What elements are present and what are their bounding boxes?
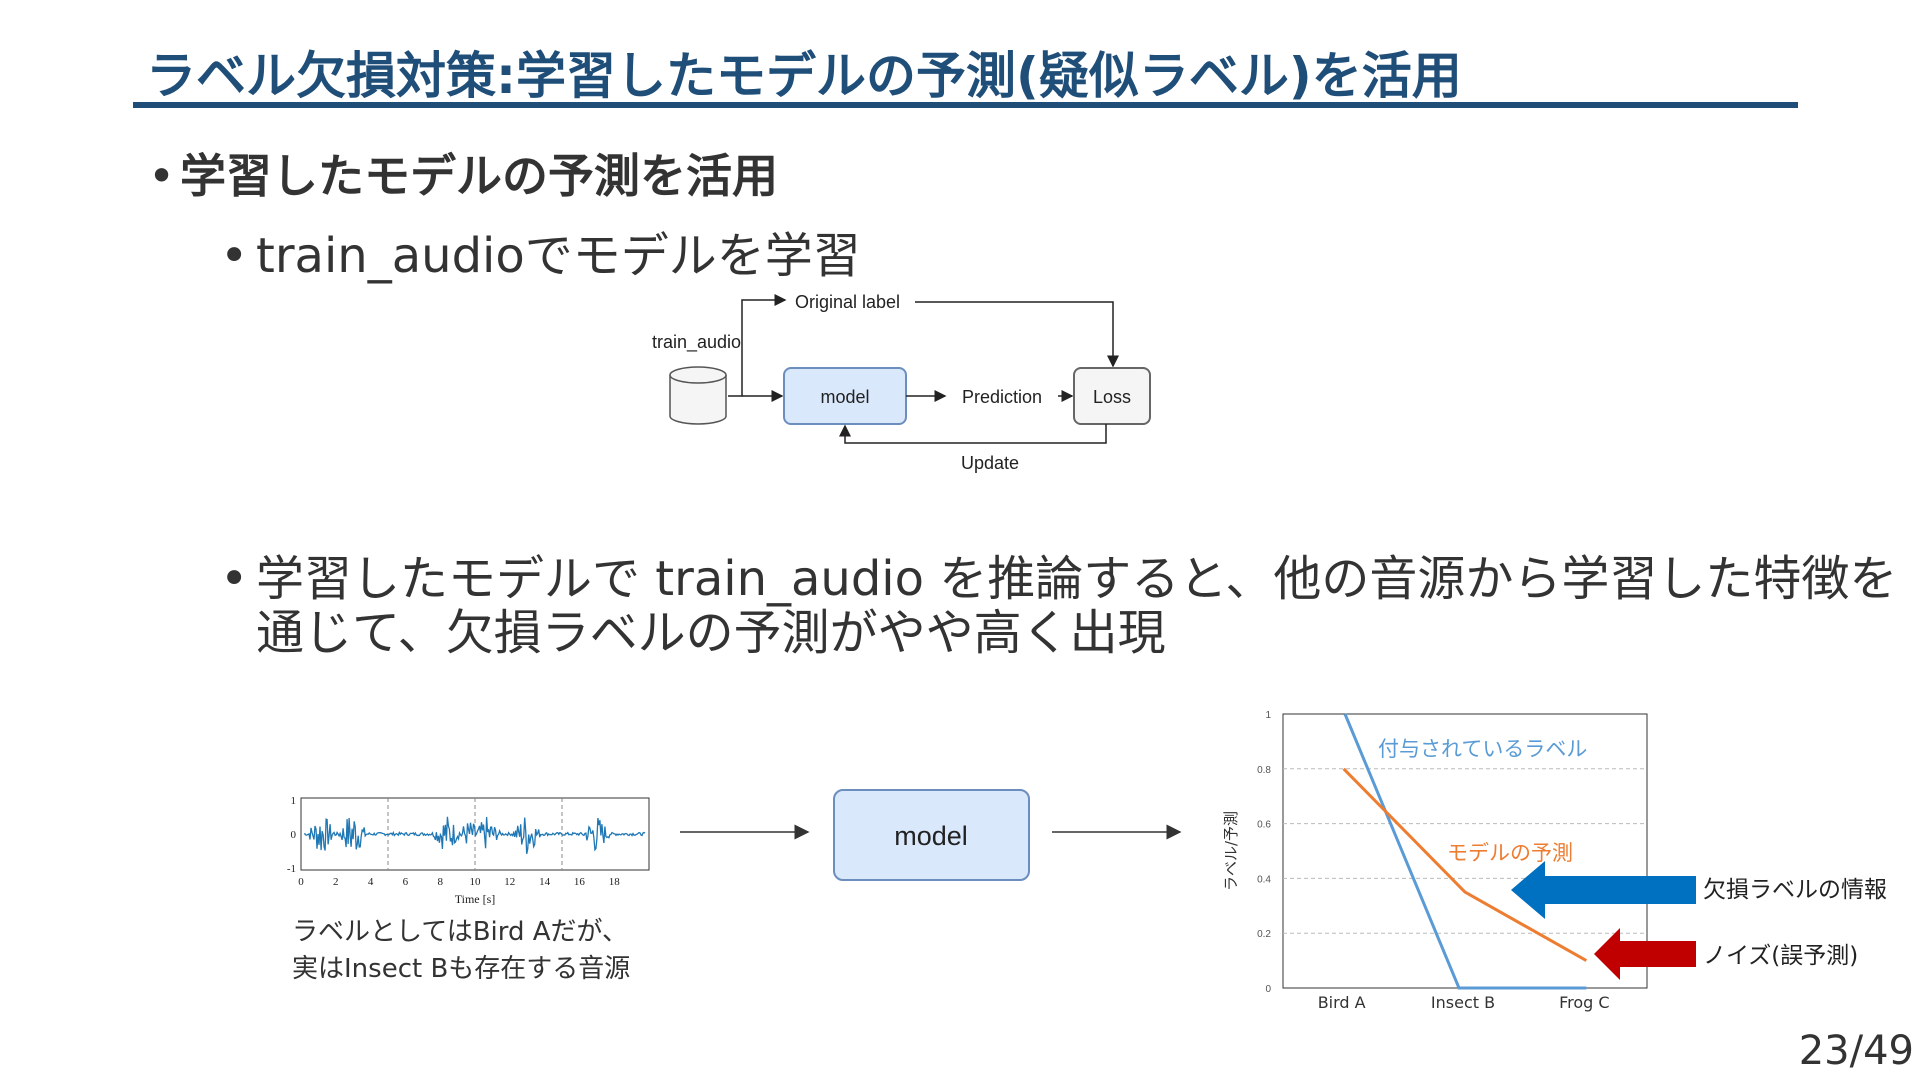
database-icon xyxy=(669,366,727,425)
waveform-x-tick: 14 xyxy=(539,876,551,888)
waveform-x-tick: 6 xyxy=(403,876,409,888)
y-tick-label: 0 xyxy=(1265,984,1271,995)
prediction-chart: 1 0.8 0.6 0.4 0.2 0 Bird A Insect B Frog C ラベル/… xyxy=(1222,710,1648,1012)
x-tick-label: Insect B xyxy=(1431,993,1495,1012)
chart-ylabel: ラベル/予測 xyxy=(1222,811,1240,891)
arrow-original-to-loss xyxy=(915,301,1119,368)
update-label: Update xyxy=(961,453,1019,473)
chart-frame xyxy=(1282,713,1648,989)
inference-model-label: model xyxy=(894,821,968,851)
waveform-x-tick: 16 xyxy=(574,876,586,888)
waveform-x-tick: 18 xyxy=(609,876,621,888)
update-feedback-arrow xyxy=(839,424,1107,444)
series-label-prediction: モデルの予測 xyxy=(1447,841,1573,865)
y-tick-label: 1 xyxy=(1265,710,1271,721)
y-tick-label: 0.4 xyxy=(1257,874,1271,885)
missing-label-annotation: 欠損ラベルの情報 xyxy=(1703,877,1887,903)
inference-model-box xyxy=(833,789,1030,881)
waveform-xlabel: Time [s] xyxy=(455,892,496,906)
waveform-x-tick: 2 xyxy=(333,876,339,888)
waveform-caption-line1: ラベルとしてはBird Aだが、 xyxy=(292,917,628,947)
model-box-label: model xyxy=(820,387,869,407)
missing-label-arrow xyxy=(1511,861,1696,919)
series-label-ground-truth: 付与されているラベル xyxy=(1378,737,1587,761)
train-audio-label: train_audio xyxy=(652,332,741,353)
bullet-text-line1: 学習したモデルで train_audio を推論すると、他の音源から学習した特徴… xyxy=(256,551,1898,607)
y-tick-label: 0.2 xyxy=(1257,929,1271,940)
waveform-x-tick: 0 xyxy=(298,876,304,888)
series-line-ground-truth xyxy=(1343,713,1587,990)
x-tick-label: Frog C xyxy=(1559,993,1609,1012)
waveform-x-tick: 8 xyxy=(437,876,443,888)
title-underline xyxy=(133,102,1798,108)
loss-box xyxy=(1073,367,1151,425)
bullet-dot: • xyxy=(220,228,249,284)
waveform-y-tick: 1 xyxy=(291,795,297,807)
bullet-text: train_audioでモデルを学習 xyxy=(256,228,861,284)
prediction-label: Prediction xyxy=(962,387,1042,407)
bullet-level2-train: •train_audioでモデルを学習 xyxy=(220,216,861,286)
series-line-prediction xyxy=(1342,767,1588,962)
arrow-to-original-label xyxy=(728,294,787,397)
bullet-level1: •学習したモデルの予測を活用 xyxy=(148,140,778,206)
waveform-x-tick: 4 xyxy=(368,876,374,888)
bullet-dot: • xyxy=(148,149,176,203)
noise-arrow xyxy=(1594,928,1696,980)
slide-title: ラベル欠損対策:学習したモデルの予測(疑似ラベル)を活用 xyxy=(146,47,1462,105)
page-number: 23/49 xyxy=(1798,1028,1914,1074)
bullet-dot: • xyxy=(220,551,249,607)
bullet-text-line2: 通じて、欠損ラベルの予測がやや高く出現 xyxy=(256,605,1166,661)
bullet-level2-inference: •学習したモデルで train_audio を推論すると、他の音源から学習した特… xyxy=(220,552,1897,660)
noise-annotation: ノイズ(誤予測) xyxy=(1703,943,1858,969)
y-tick-label: 0.8 xyxy=(1257,765,1271,776)
bullet-text: 学習したモデルの予測を活用 xyxy=(180,149,778,203)
waveform-y-tick: 0 xyxy=(291,829,297,841)
y-tick-label: 0.6 xyxy=(1257,820,1271,831)
x-tick-label: Bird A xyxy=(1318,993,1366,1012)
original-label-text: Original label xyxy=(795,292,900,312)
waveform-y-tick: -1 xyxy=(287,863,296,875)
waveform-signal xyxy=(303,816,646,855)
loss-box-label: Loss xyxy=(1093,387,1131,407)
waveform-x-tick: 12 xyxy=(504,876,515,888)
waveform-x-tick: 10 xyxy=(470,876,482,888)
waveform-caption-line2: 実はInsect Bも存在する音源 xyxy=(292,954,630,984)
